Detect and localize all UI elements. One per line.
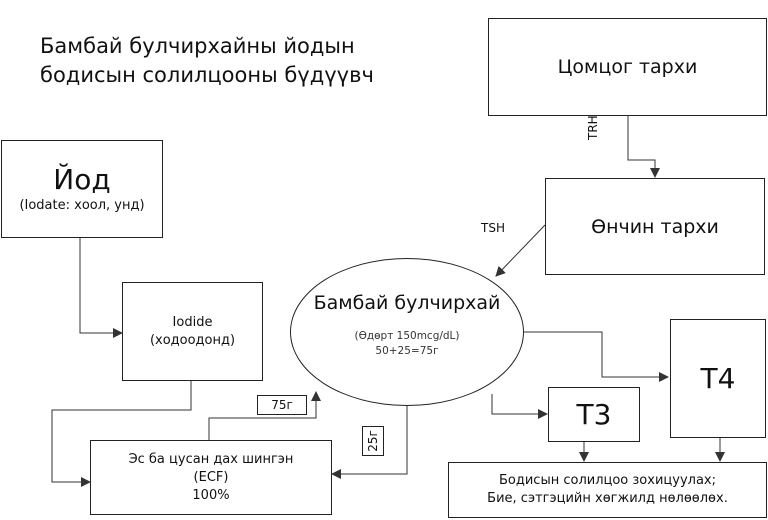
pituitary-label: Өнчин тархи [591,215,719,238]
thyroid-label: Бамбай булчирхай [313,292,501,314]
thyroid-note: (Өдөрт 150mcg/dL) [354,330,460,342]
edge-label-25g-text: 25г [366,430,381,452]
iodine-label: Йод [53,163,111,196]
node-ecf: Эс ба цусан дах шингэн (ECF) 100% [90,440,332,515]
edge-thyroid-t4 [524,331,669,382]
t4-label: T4 [700,361,736,395]
diagram-title: Бамбай булчирхайны йодын бодисын солилцо… [40,32,374,90]
edge-label-75g: 75г [257,395,307,415]
edge-thyroid-ecf [331,405,408,479]
edge-label-trh: TRH [586,115,600,140]
thyroid-calc: 50+25=75г [375,345,439,357]
node-iodide: Iodide (ходоодонд) [122,282,263,381]
edge-trh [627,116,660,178]
iodine-note: (Iodate: хоол, унд) [19,198,145,213]
edge-label-tsh: TSH [481,221,505,235]
node-hypothalamus: Цомцог тархи [488,18,767,116]
node-effect: Бодисын солилцоо зохицуулах; Бие, сэтгэц… [448,462,767,518]
ecf-abbr: (ECF) [193,469,229,485]
ecf-percent: 100% [192,487,230,503]
edge-ecf-thyroid [208,391,321,440]
node-thyroid: Бамбай булчирхай (Өдөрт 150mcg/dL) 50+25… [290,258,524,406]
ecf-label: Эс ба цусан дах шингэн [128,451,294,467]
node-t3: T3 [548,387,640,442]
effect-line-1: Бодисын солилцоо зохицуулах; [498,473,716,488]
edge-label-25g: 25г [362,426,384,456]
edge-thyroid-t3 [491,394,548,419]
iodide-note: (ходоодонд) [149,332,236,348]
edge-iodine-iodide [79,238,123,338]
edge-iodide-ecf [51,381,192,487]
t3-label: T3 [576,397,612,431]
effect-line-2: Бие, сэтгэцийн хөгжилд нөлөөлөх. [487,491,728,506]
hypothalamus-label: Цомцог тархи [557,56,698,78]
iodide-label: Iodide [172,314,213,330]
title-line-1: Бамбай булчирхайны йодын [40,34,355,58]
title-line-2: бодисын солилцооны бүдүүвч [40,63,374,87]
node-t4: T4 [670,319,766,438]
edge-tsh [495,224,546,277]
node-pituitary: Өнчин тархи [545,178,765,275]
node-iodine: Йод (Iodate: хоол, унд) [1,140,163,238]
